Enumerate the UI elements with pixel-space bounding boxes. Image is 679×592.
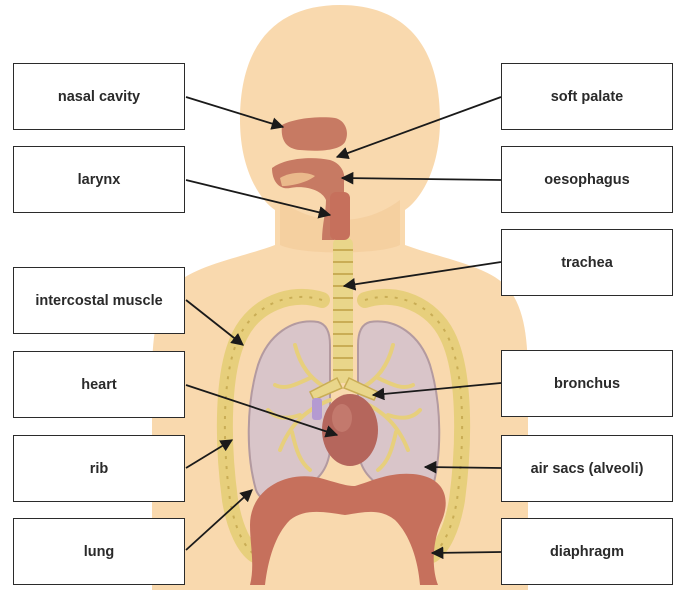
label-soft-palate: soft palate: [501, 63, 673, 130]
label-rib: rib: [13, 435, 185, 502]
label-lung-text: lung: [84, 544, 115, 560]
label-air-sacs-text: air sacs (alveoli): [531, 461, 644, 477]
label-larynx-text: larynx: [78, 172, 121, 188]
label-diaphragm: diaphragm: [501, 518, 673, 585]
leader-diaphragm: [432, 552, 501, 553]
label-bronchus-text: bronchus: [554, 376, 620, 392]
heart-purple-vessel: [312, 398, 322, 420]
label-bronchus: bronchus: [501, 350, 673, 417]
nasal-cavity-shape: [282, 117, 347, 150]
label-oesophagus: oesophagus: [501, 146, 673, 213]
heart-highlight: [332, 404, 352, 432]
label-nasal-cavity-text: nasal cavity: [58, 89, 140, 105]
label-larynx: larynx: [13, 146, 185, 213]
label-air-sacs: air sacs (alveoli): [501, 435, 673, 502]
oesophagus-shape: [330, 192, 350, 240]
label-trachea: trachea: [501, 229, 673, 296]
leader-air-sacs: [425, 467, 501, 468]
label-heart: heart: [13, 351, 185, 418]
label-intercostal-muscle: intercostal muscle: [13, 267, 185, 334]
label-heart-text: heart: [81, 377, 116, 393]
label-lung: lung: [13, 518, 185, 585]
label-trachea-text: trachea: [561, 255, 613, 271]
label-soft-palate-text: soft palate: [551, 89, 624, 105]
label-diaphragm-text: diaphragm: [550, 544, 624, 560]
heart-shape: [322, 394, 378, 466]
label-intercostal-muscle-text: intercostal muscle: [35, 293, 162, 309]
label-rib-text: rib: [90, 461, 109, 477]
label-nasal-cavity: nasal cavity: [13, 63, 185, 130]
label-oesophagus-text: oesophagus: [544, 172, 629, 188]
